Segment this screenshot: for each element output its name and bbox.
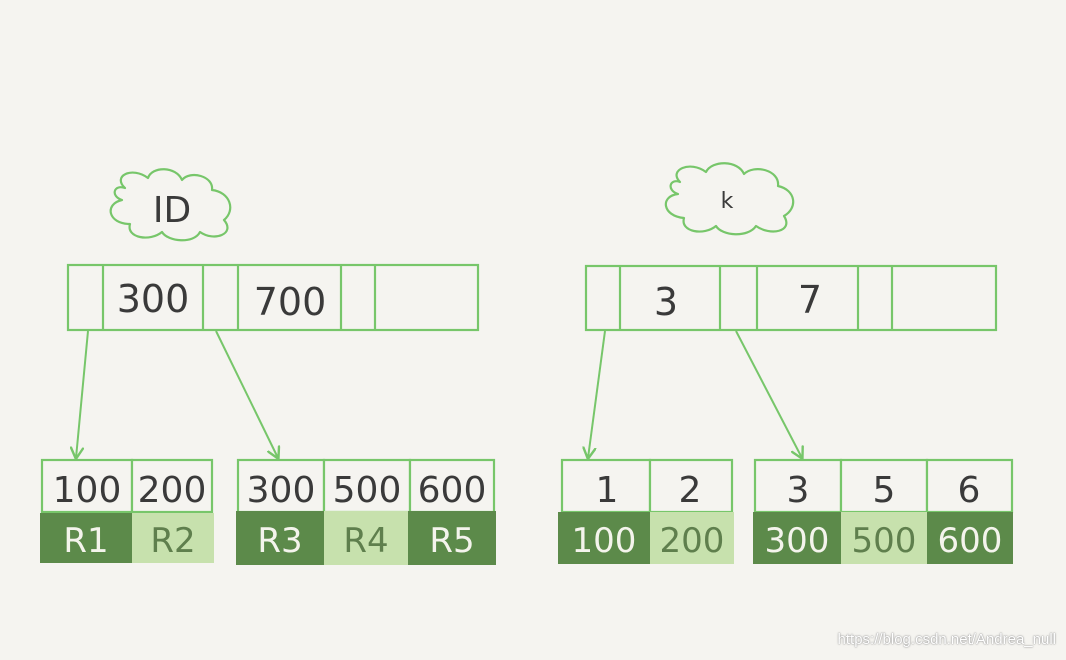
leaf-value-cell: [40, 513, 132, 563]
pointer-arrow: [588, 330, 606, 458]
leaf-value-cell: [753, 512, 841, 564]
leaf-key-cell: [839, 458, 929, 514]
pointer-arrow: [215, 330, 278, 458]
leaf-node: 1 2 100 200: [558, 458, 734, 564]
leaf-key: 600: [418, 470, 487, 511]
leaf-key: 300: [247, 470, 316, 511]
root-node-id-box: [66, 263, 480, 332]
cloud-id-label: ID: [153, 190, 191, 231]
leaf-value: R1: [63, 521, 108, 561]
cloud-id-shape: [109, 168, 232, 242]
pointer-arrow: [76, 330, 89, 458]
leaf-value-cell: [927, 512, 1013, 564]
leaf-value: 200: [660, 521, 725, 561]
leaf-key: 500: [333, 470, 402, 511]
leaf-key-cell: [925, 458, 1014, 514]
root-key: 3: [654, 280, 678, 324]
leaf-node: 100 200 R1 R2: [40, 458, 214, 563]
leaf-value-cell: [408, 511, 496, 565]
leaf-value-cell: [841, 512, 927, 564]
root-key: 7: [798, 278, 822, 322]
leaf-value: 600: [938, 521, 1003, 561]
cloud-k-label: k: [721, 189, 734, 214]
pointer-arrow: [735, 330, 802, 458]
root-key: 700: [254, 280, 327, 324]
tree-k: k 3 7 1 2 100 200: [558, 162, 1014, 564]
watermark-text: https://blog.csdn.net/Andrea_null: [837, 631, 1056, 648]
leaf-value-cell: [236, 511, 324, 565]
cloud-k: k: [664, 162, 795, 236]
cloud-k-shape: [664, 162, 795, 236]
leaf-key-cell: [236, 458, 326, 514]
root-node-id: 300 700: [66, 263, 480, 332]
root-node-k: 3 7: [584, 264, 998, 332]
leaf-key-cell: [648, 458, 734, 514]
leaf-key: 6: [958, 470, 981, 511]
leaf-value: R2: [150, 521, 195, 561]
leaf-value: 500: [852, 521, 917, 561]
leaf-node: 3 5 6 300 500 600: [753, 458, 1014, 564]
leaf-value: R3: [257, 521, 302, 561]
root-key: 300: [117, 277, 190, 321]
tree-id: ID 300 700 100 200 R1 R2: [40, 168, 496, 565]
leaf-key: 3: [787, 470, 810, 511]
leaf-value-cell: [558, 512, 650, 564]
leaf-value: R5: [429, 521, 474, 561]
leaf-key: 2: [679, 470, 702, 511]
leaf-value-cell: [650, 512, 734, 564]
leaf-key-cell: [560, 458, 652, 514]
leaf-key: 1: [596, 470, 619, 511]
leaf-value: 300: [765, 521, 830, 561]
leaf-key: 200: [138, 470, 207, 511]
root-node-k-box: [584, 264, 998, 332]
leaf-value: 100: [572, 521, 637, 561]
leaf-value-cell: [324, 511, 408, 565]
leaf-key-cell: [130, 458, 214, 514]
leaf-node: 300 500 600 R3 R4 R5: [236, 458, 496, 565]
leaf-key: 100: [53, 470, 122, 511]
leaf-key: 5: [873, 470, 896, 511]
cloud-id: ID: [109, 168, 232, 242]
leaf-value-cell: [132, 513, 214, 563]
leaf-value: R4: [343, 521, 388, 561]
